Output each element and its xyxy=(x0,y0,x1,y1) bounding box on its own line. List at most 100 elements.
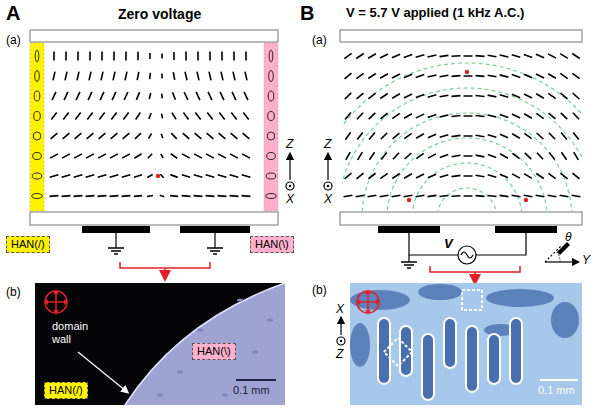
director xyxy=(345,173,352,179)
axis-label: X xyxy=(286,193,294,207)
director xyxy=(98,154,106,158)
director xyxy=(111,133,118,139)
director xyxy=(404,114,412,119)
director xyxy=(65,72,67,81)
director xyxy=(231,133,238,139)
director xyxy=(50,195,59,197)
director xyxy=(112,92,116,100)
director xyxy=(185,72,187,81)
ground-symbol xyxy=(111,250,121,252)
director-ellipse xyxy=(32,173,42,179)
director xyxy=(243,133,250,139)
director xyxy=(77,52,79,61)
director xyxy=(500,114,508,117)
director xyxy=(512,134,520,139)
ground-symbol xyxy=(114,253,118,255)
director xyxy=(525,153,532,159)
director xyxy=(560,173,567,179)
director xyxy=(560,73,567,78)
polarizer-circle xyxy=(357,291,379,313)
director xyxy=(476,155,485,157)
director xyxy=(111,112,116,119)
speck xyxy=(237,299,243,302)
director xyxy=(53,72,55,81)
director xyxy=(99,112,104,119)
stripe-domain xyxy=(510,318,522,384)
micrograph xyxy=(35,283,285,405)
director xyxy=(428,195,437,196)
director xyxy=(524,174,532,179)
ground-symbol xyxy=(404,264,414,266)
director xyxy=(148,133,151,138)
director xyxy=(440,195,449,196)
director xyxy=(476,95,485,98)
director xyxy=(404,174,412,179)
director xyxy=(345,113,351,120)
axis-label: X xyxy=(336,303,344,317)
director xyxy=(88,92,92,100)
director xyxy=(124,92,128,100)
director xyxy=(161,154,163,158)
red-bracket xyxy=(430,266,520,272)
director-ellipse xyxy=(32,194,43,199)
director xyxy=(476,195,485,197)
director xyxy=(194,154,202,158)
director xyxy=(512,195,521,196)
director xyxy=(392,74,400,78)
director-ellipse xyxy=(266,194,277,199)
director-ellipse xyxy=(34,112,41,121)
director xyxy=(549,133,555,139)
speck xyxy=(252,351,258,354)
director xyxy=(195,112,200,119)
director xyxy=(218,195,227,197)
director-ellipse xyxy=(35,71,40,82)
director xyxy=(182,154,190,158)
director xyxy=(572,195,581,197)
stripe-domain xyxy=(488,334,500,384)
director xyxy=(137,72,139,80)
director xyxy=(344,195,353,197)
axis-label: X xyxy=(324,193,332,207)
director xyxy=(75,133,82,139)
director xyxy=(573,173,580,179)
panel-letter: A xyxy=(6,2,20,25)
director xyxy=(524,74,532,78)
director xyxy=(345,132,350,139)
director xyxy=(62,175,71,178)
director xyxy=(404,54,412,57)
director xyxy=(512,153,519,158)
director xyxy=(122,195,131,197)
director xyxy=(416,94,424,97)
director xyxy=(220,92,224,100)
director xyxy=(560,93,567,99)
director xyxy=(122,175,130,178)
director xyxy=(160,174,163,178)
director xyxy=(137,52,139,60)
director xyxy=(149,93,150,99)
director xyxy=(147,195,153,198)
director xyxy=(89,52,91,61)
axis-out-of-plane xyxy=(289,185,291,187)
director xyxy=(161,94,163,99)
director xyxy=(369,152,374,159)
director xyxy=(572,53,579,58)
scale-bar xyxy=(540,379,578,381)
director xyxy=(170,175,177,178)
axis-label: Y xyxy=(582,254,590,268)
director xyxy=(476,55,485,57)
director xyxy=(488,55,497,56)
director xyxy=(206,154,214,158)
axis-out-of-plane xyxy=(337,337,345,345)
director xyxy=(537,133,544,139)
director xyxy=(197,52,199,61)
ground-symbol xyxy=(401,261,417,263)
field-line xyxy=(342,63,582,211)
director xyxy=(196,92,200,100)
panel-title: Zero voltage xyxy=(118,6,201,22)
director-ellipse xyxy=(267,132,275,140)
director xyxy=(345,93,351,99)
director xyxy=(380,74,388,79)
director xyxy=(416,195,425,196)
director xyxy=(207,133,214,139)
director xyxy=(218,175,227,178)
